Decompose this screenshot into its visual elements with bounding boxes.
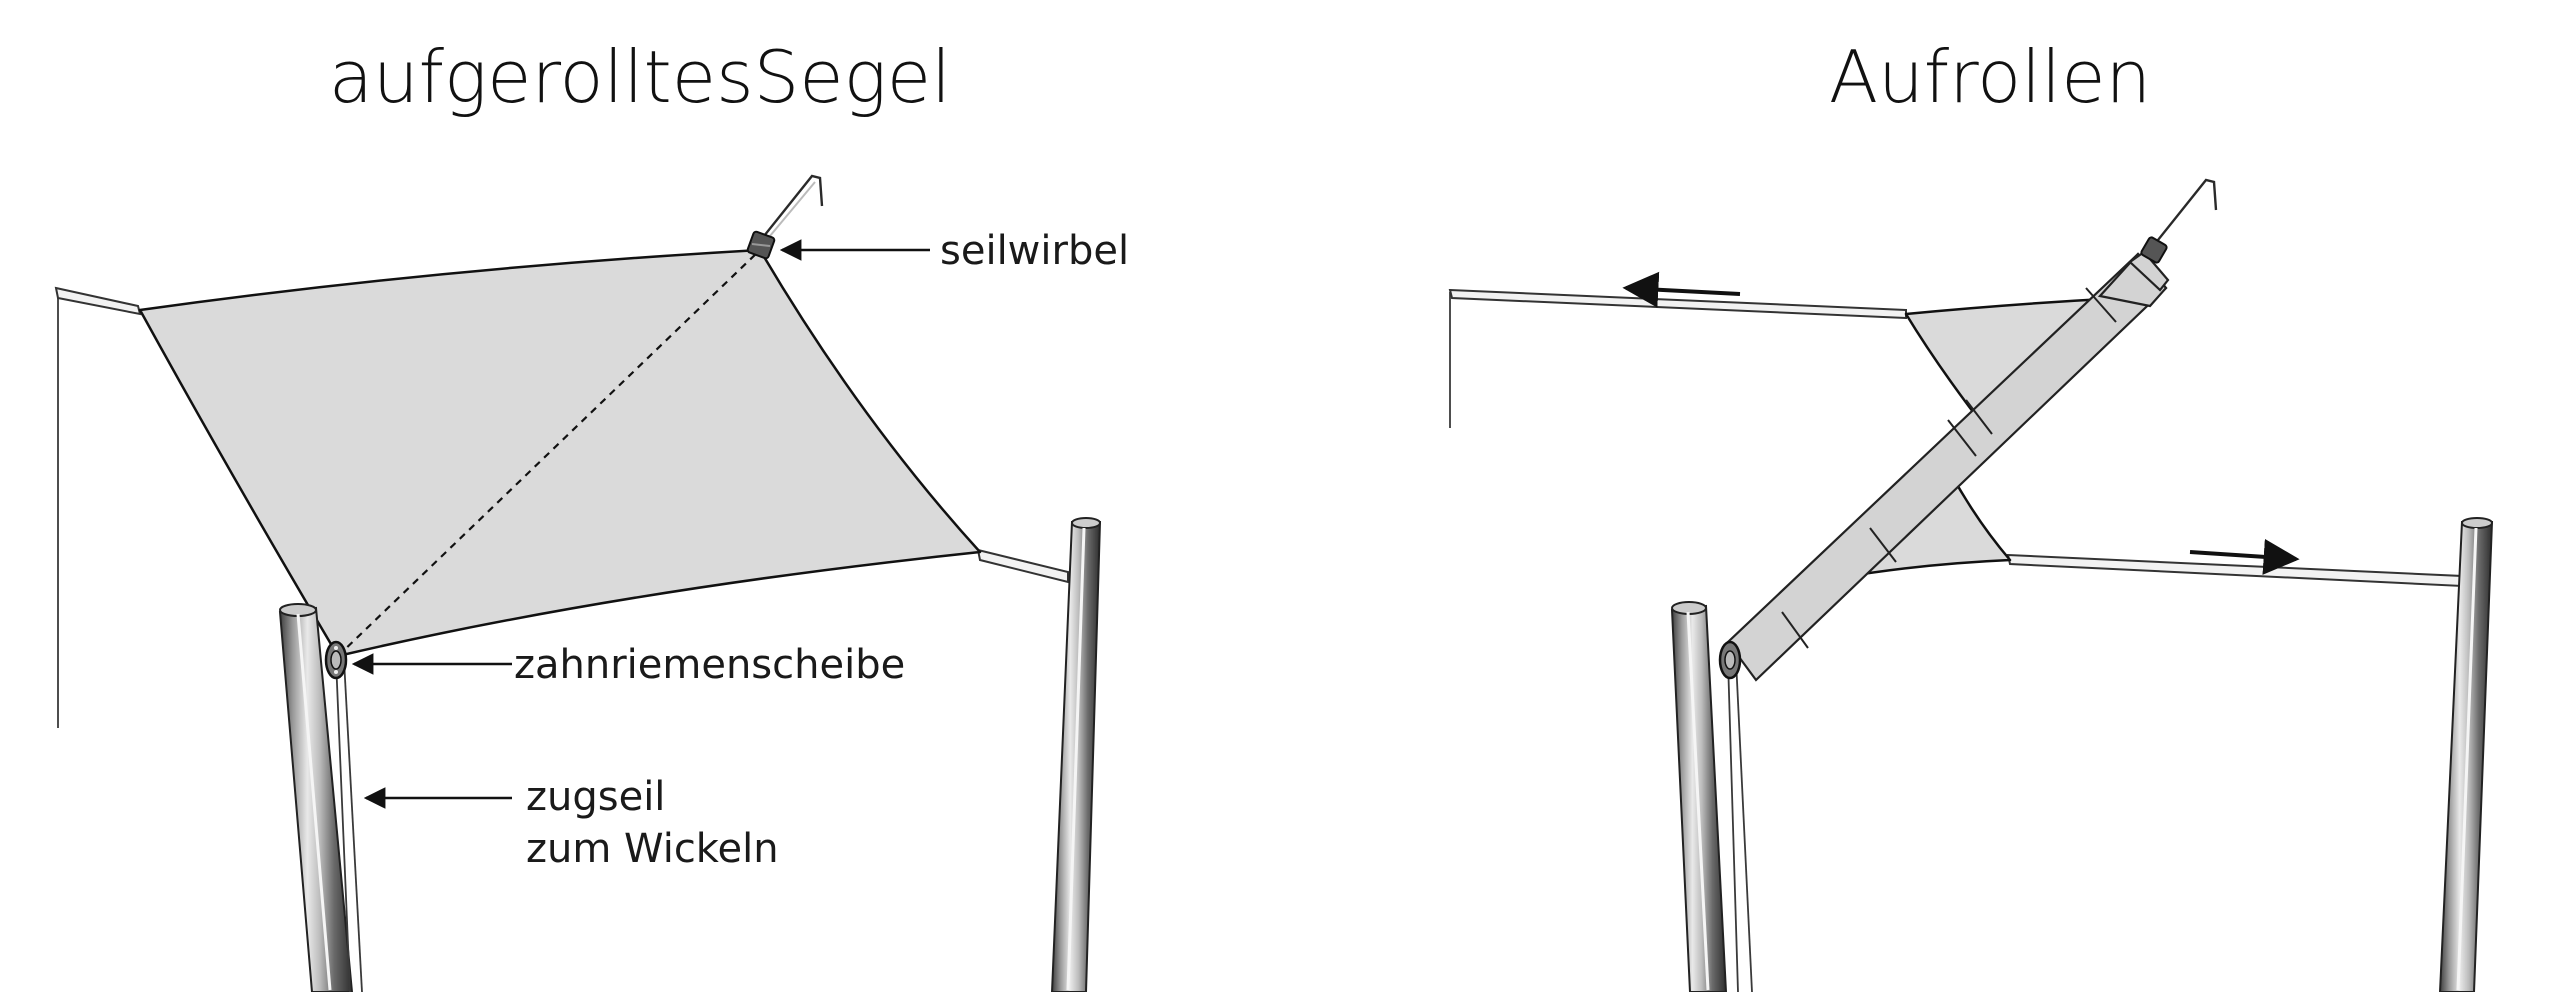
left-panel-title: aufgerolltesSegel — [329, 35, 951, 119]
right-post — [1050, 517, 1102, 992]
rolled-sail-tube — [1726, 250, 2170, 682]
pull-rope-rolling — [1727, 659, 1753, 992]
swivel-hook-rolling — [2140, 178, 2218, 264]
pull-left-arrow — [1622, 271, 1741, 308]
sail-roll-axis — [337, 249, 761, 657]
swivel-block — [746, 230, 776, 260]
pull-rope — [335, 659, 363, 992]
right-tension-arm — [976, 548, 1069, 584]
pull-right-arrow — [2189, 538, 2300, 575]
pull-rope-label-line1: zugseil — [526, 774, 665, 820]
sail-unrolled — [138, 248, 982, 658]
pull-rope-label-line2: zum Wickeln — [526, 826, 779, 872]
pulley-label: zahnriemenscheibe — [514, 642, 905, 688]
left-post-rolling — [1670, 601, 1728, 992]
left-post — [278, 603, 354, 992]
right-tension-arm-rolling — [2006, 553, 2463, 588]
toothed-pulley — [324, 640, 348, 680]
toothed-pulley-rolling — [1718, 640, 1742, 680]
right-post-rolling — [2438, 517, 2494, 992]
swivel-label: seilwirbel — [940, 228, 1129, 274]
left-panel: aufgerolltesSegel — [54, 35, 1129, 992]
right-panel-title: Aufrollen — [1829, 35, 2151, 119]
left-anchor-rope-rolling — [1448, 288, 1907, 428]
left-anchor-rope — [54, 286, 142, 728]
right-panel: Aufrollen — [1448, 35, 2494, 992]
